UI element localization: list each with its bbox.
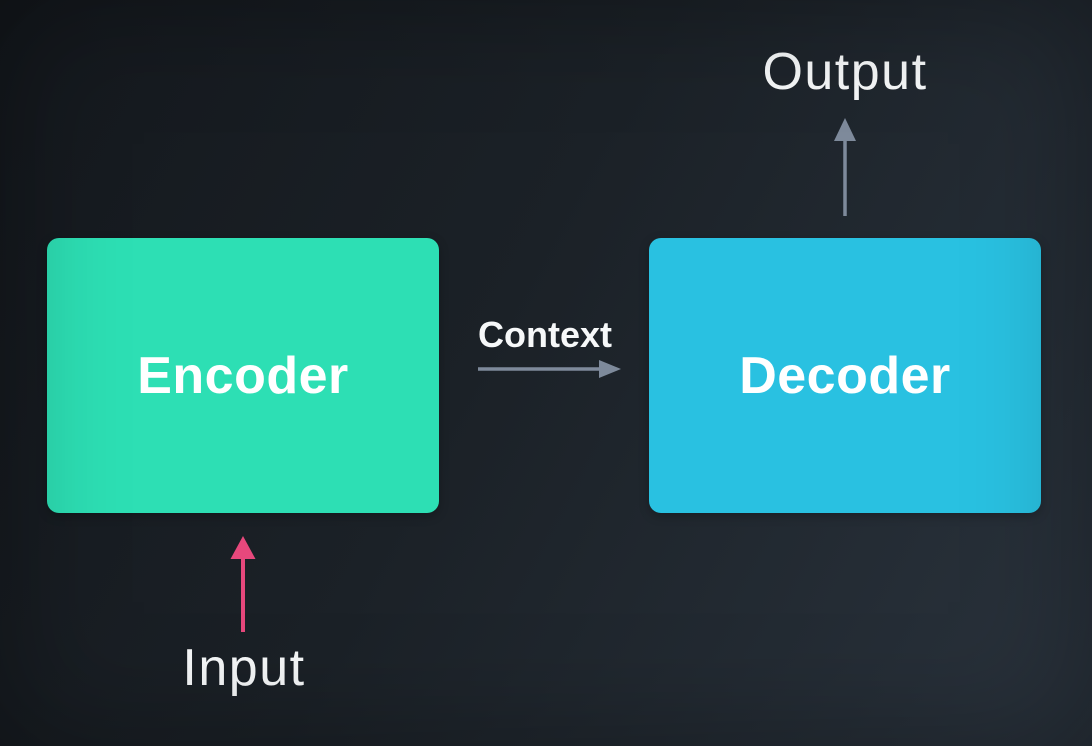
encoder-node-label: Encoder	[137, 346, 349, 405]
output-arrow	[834, 118, 856, 216]
input-label: Input	[182, 639, 306, 697]
encoder-node: Encoder	[47, 238, 439, 513]
context-edge-label: Context	[478, 314, 612, 355]
input-arrow	[230, 536, 256, 632]
context-arrow	[478, 360, 621, 378]
output-label: Output	[762, 43, 928, 101]
decoder-node-label: Decoder	[739, 346, 951, 405]
decoder-node: Decoder	[649, 238, 1041, 513]
